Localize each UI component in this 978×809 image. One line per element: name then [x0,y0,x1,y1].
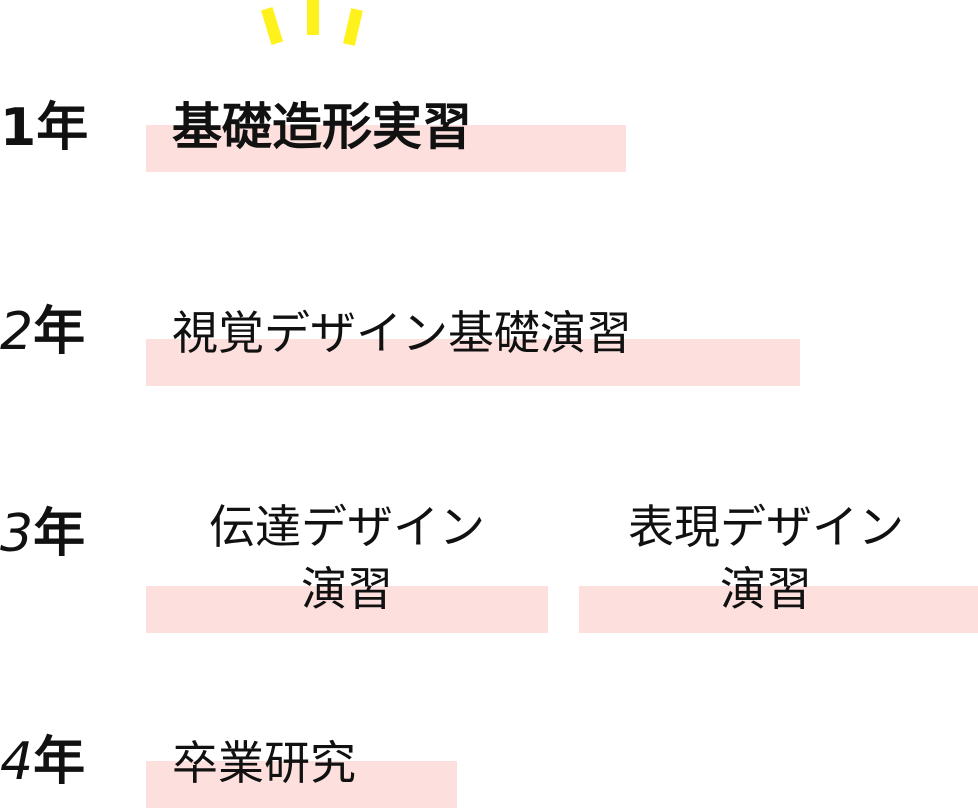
highlight-bar-year1 [146,125,626,172]
year-label-3: 3年 [0,508,85,560]
sparkle-ray-middle-icon [307,0,319,35]
course-kiso-zokei: 基礎造形実習 [172,98,472,156]
highlight-bar-year4 [146,761,457,808]
course-sotsugyo-kenkyu: 卒業研究 [172,736,356,790]
course-line: 伝達デザイン [209,500,485,554]
highlight-bar-year3-a [146,586,548,633]
year-suffix: 年 [33,504,86,564]
course-hyogen-design: 表現デザイン 演習 [566,496,966,620]
year-suffix: 年 [33,732,86,792]
highlight-bar-year3-b [579,586,978,633]
year-label-2: 2年 [0,306,85,358]
year-number: 1 [0,98,37,158]
year-number: 4 [0,732,34,792]
year-suffix: 年 [36,98,89,158]
year-label-1: 1年 [0,102,88,154]
course-line: 演習 [301,562,393,616]
year-number: 2 [0,302,34,362]
year-label-4: 4年 [0,736,85,788]
sparkle-ray-right-icon [343,8,363,46]
year-suffix: 年 [33,302,86,362]
spacer [0,0,1,1]
year-number: 3 [0,504,34,564]
highlight-bar-year2 [146,339,800,386]
sparkle-ray-left-icon [260,7,284,45]
course-line: 演習 [720,562,812,616]
course-line: 表現デザイン [628,500,904,554]
course-shikaku-design: 視覚デザイン基礎演習 [172,306,632,360]
course-dentatsu-design: 伝達デザイン 演習 [146,496,548,620]
